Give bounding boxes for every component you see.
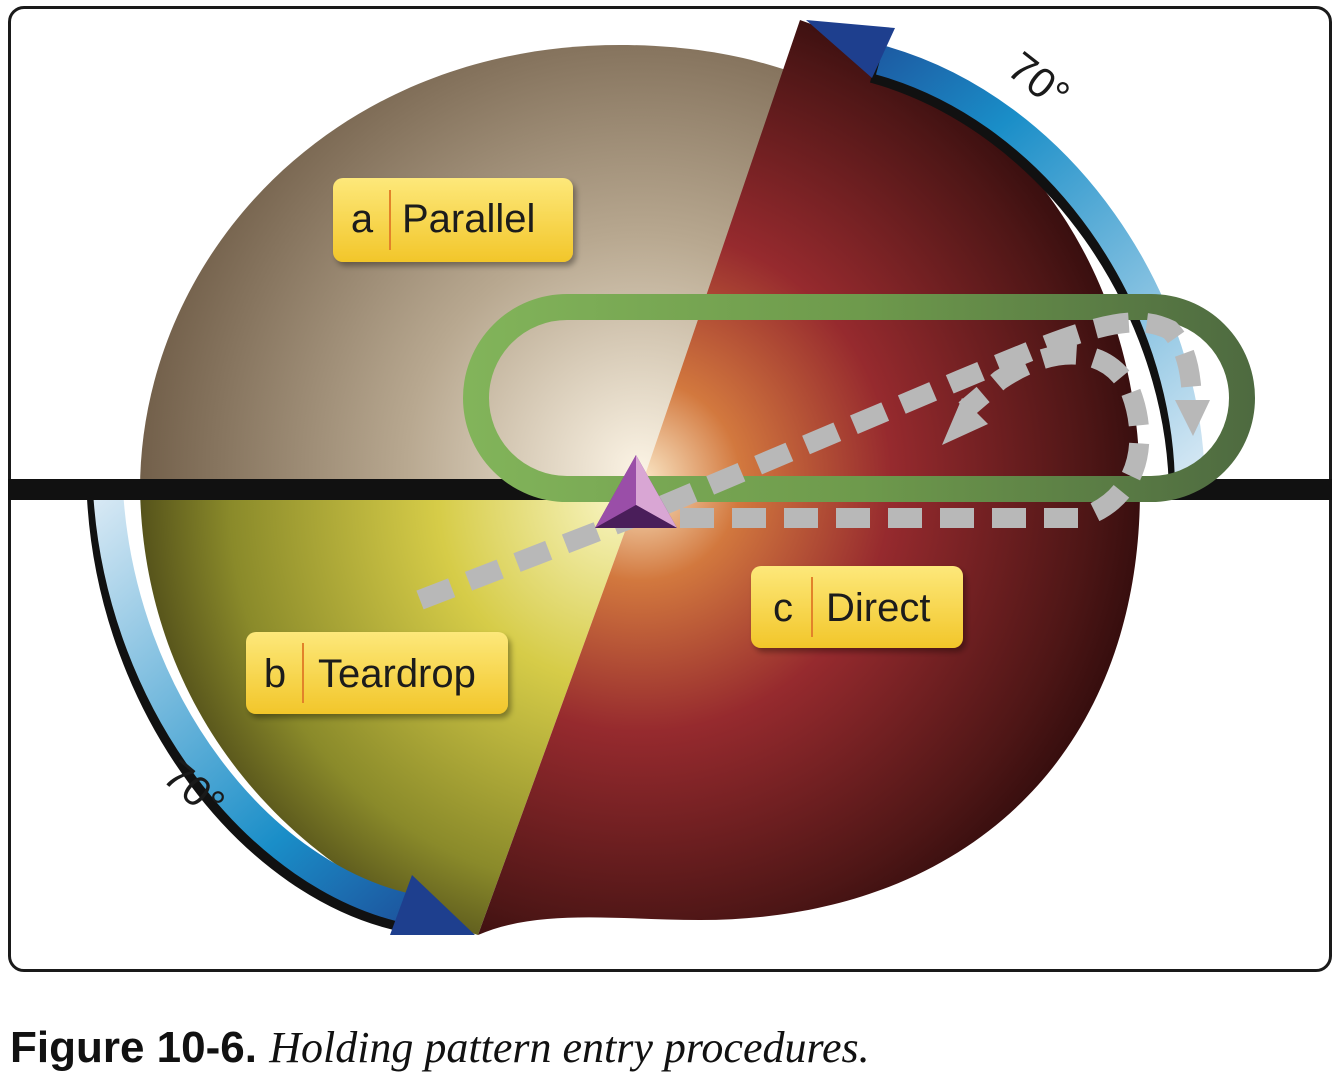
holding-pattern xyxy=(463,294,1255,502)
label-parallel-name: Parallel xyxy=(402,197,535,241)
entry-paths xyxy=(416,312,1202,610)
bottom-arc-arrowhead xyxy=(390,875,475,935)
label-teardrop-letter: b xyxy=(264,652,286,696)
parallel-sector xyxy=(140,45,800,490)
angle-label-top: 70° xyxy=(999,43,1078,119)
bottom-arc-arrow xyxy=(93,489,418,925)
entry-arrowhead-1 xyxy=(1175,400,1210,436)
label-direct: c Direct xyxy=(751,566,963,648)
holding-fix-marker xyxy=(595,455,677,528)
label-teardrop-name: Teardrop xyxy=(318,652,476,696)
label-direct-name: Direct xyxy=(826,586,930,630)
label-direct-letter: c xyxy=(773,586,793,630)
label-teardrop: b Teardrop xyxy=(246,632,508,714)
label-parallel-letter: a xyxy=(351,197,374,241)
figure-caption: Figure 10-6. Holding pattern entry proce… xyxy=(10,1023,870,1072)
caption-figure-number: Figure 10-6 xyxy=(10,1023,245,1072)
label-parallel: a Parallel xyxy=(333,178,573,262)
caption-text: Holding pattern entry procedures. xyxy=(269,1023,870,1072)
holding-entry-diagram: a Parallel b Teardrop c Direct 70° 70° xyxy=(8,20,1332,935)
top-arc-arrowhead xyxy=(806,20,895,78)
entry-arrowhead-2 xyxy=(942,398,988,445)
